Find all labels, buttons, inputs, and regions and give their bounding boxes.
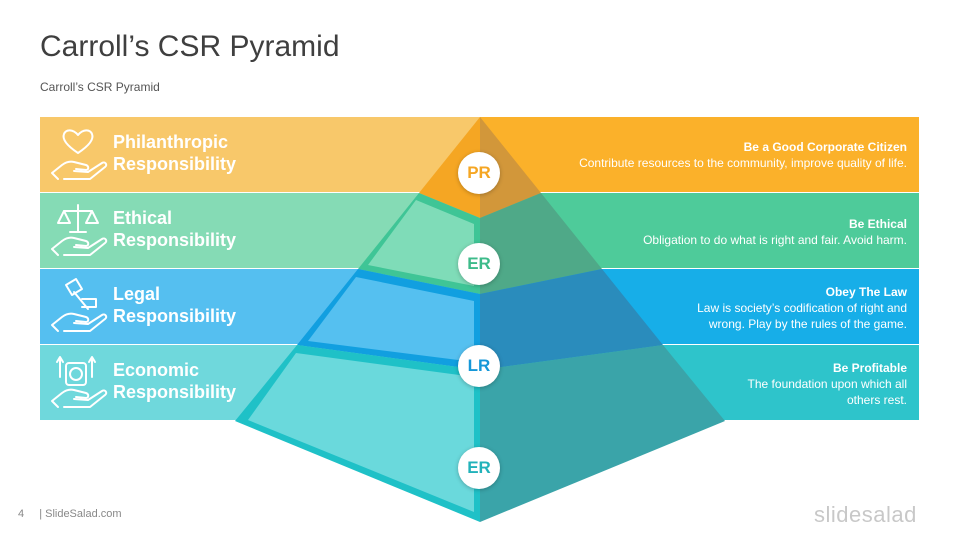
pyramid-level-1-right — [480, 117, 541, 218]
pyramid-level-3-left-face — [308, 277, 474, 362]
pyramid-level-4-right — [480, 345, 725, 522]
level-text: The foundation upon which all — [747, 377, 907, 391]
scales-hand-icon — [51, 204, 108, 256]
band-right-fill — [480, 117, 919, 192]
footer: 4 | SlideSalad.com — [18, 508, 134, 520]
level-text: others rest. — [846, 393, 907, 407]
brand-logo: slidesalad — [814, 502, 917, 527]
level-heading: Be Ethical — [848, 217, 907, 231]
level-description: Obey The Law Law is society’s codificati… — [697, 284, 907, 332]
pyramid-level-2-left-face — [368, 200, 474, 286]
pyramid-level-2-right — [480, 193, 602, 294]
pyramid-level-1-left — [419, 117, 480, 218]
level-description: Be Profitable The foundation upon which … — [748, 360, 907, 408]
badge-er-base: ER — [458, 447, 500, 489]
page-subtitle: Carroll’s CSR Pyramid — [40, 80, 160, 94]
level-heading: Be a Good Corporate Citizen — [743, 140, 907, 154]
pyramid-level-3-right — [480, 269, 663, 370]
level-heading: Obey The Law — [825, 285, 907, 299]
badge-er: ER — [458, 243, 500, 285]
level-text: Obligation to do what is right and fair.… — [643, 233, 907, 247]
pyramid-level-4-left-face — [248, 353, 474, 512]
heart-hand-icon — [51, 129, 108, 180]
page-title: Carroll’s CSR Pyramid — [40, 30, 340, 63]
level-description: Be Ethical Obligation to do what is righ… — [643, 216, 907, 248]
badge-pr: PR — [458, 152, 500, 194]
badge-lr: LR — [458, 345, 500, 387]
level-description: Be a Good Corporate Citizen Contribute r… — [579, 139, 907, 171]
level-text: wrong. Play by the rules of the game. — [708, 317, 907, 331]
level-text: Law is society’s codification of right a… — [697, 301, 907, 315]
level-heading: Be Profitable — [832, 361, 907, 375]
gavel-hand-icon — [51, 278, 108, 332]
money-hand-icon — [51, 356, 108, 408]
page-number: 4 — [18, 508, 25, 520]
level-text: Contribute resources to the community, i… — [579, 156, 907, 170]
footer-site[interactable]: | SlideSalad.com — [39, 508, 122, 520]
band-left-fill — [40, 117, 480, 192]
